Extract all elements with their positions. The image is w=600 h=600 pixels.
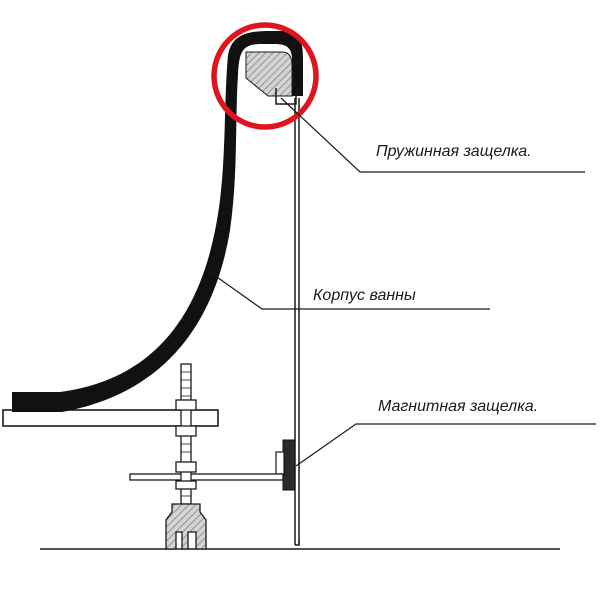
support-leg — [165, 363, 207, 550]
spring-latch-highlight-circle — [211, 22, 319, 130]
front-panel — [294, 98, 300, 546]
magnetic-latch-block — [282, 439, 296, 491]
magnetic-latch-label: Магнитная защелка. — [378, 398, 538, 415]
spring-latch-hook — [275, 88, 297, 105]
tub-body-leader — [206, 269, 490, 310]
magnet-bracket — [129, 473, 284, 481]
spring-latch-label: Пружинная защелка. — [376, 143, 532, 160]
tub-body-label: Корпус ванны — [313, 287, 416, 304]
tub-rim-hatch — [245, 51, 293, 97]
magnetic-latch-leader — [295, 423, 596, 467]
tub-bottom-slab — [2, 392, 219, 427]
tub-body-wall — [60, 31, 303, 412]
spring-latch-leader — [280, 97, 585, 173]
magnetic-latch-clip — [275, 451, 285, 475]
